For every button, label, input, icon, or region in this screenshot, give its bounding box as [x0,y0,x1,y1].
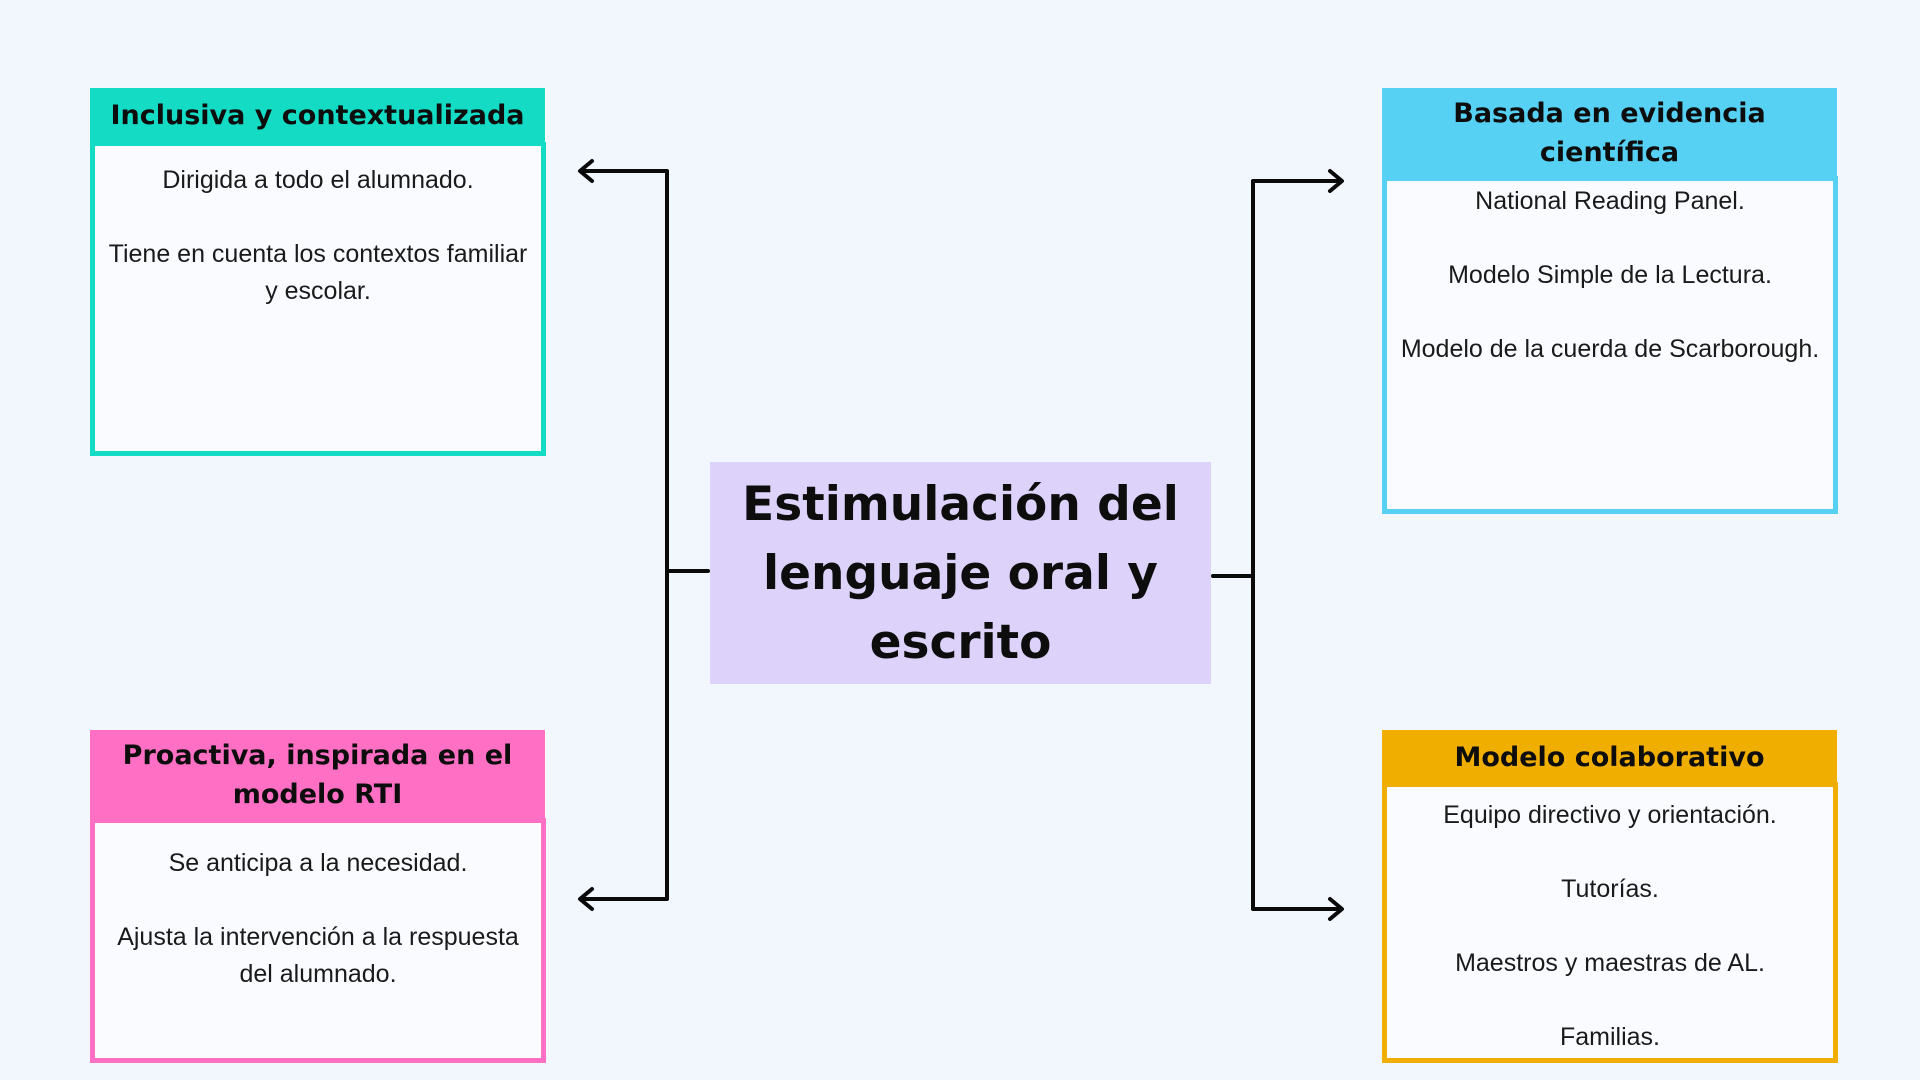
card-inclusiva-body: Dirigida a todo el alumnado. Tiene en cu… [90,142,546,456]
central-node: Estimulación del lenguaje oral y escrito [710,462,1211,684]
card-colaborativo: Modelo colaborativo Equipo directivo y o… [1382,730,1838,1063]
arrow-to-inclusiva [578,159,594,183]
card-basada-item: National Reading Panel. [1475,187,1745,215]
right-connector [1211,179,1343,911]
card-colaborativo-item: Tutorías. [1561,875,1659,903]
card-colaborativo-body: Equipo directivo y orientación. Tutorías… [1382,782,1838,1063]
card-colaborativo-title: Modelo colaborativo [1382,730,1837,784]
central-node-title: Estimulación del lenguaje oral y escrito [742,476,1179,670]
card-inclusiva-item: Tiene en cuenta los contextos familiar y… [108,240,528,305]
card-colaborativo-item: Equipo directivo y orientación. [1443,801,1777,829]
card-inclusiva: Inclusiva y contextualizada Dirigida a t… [90,88,546,456]
card-proactiva-item: Ajusta la intervención a la respuesta de… [117,923,519,988]
card-basada-item: Modelo de la cuerda de Scarborough. [1400,335,1820,363]
arrow-to-basada [1328,169,1344,193]
card-colaborativo-item: Familias. [1559,1023,1660,1051]
card-proactiva: Proactiva, inspirada en el modelo RTI Se… [90,730,546,1063]
card-basada: Basada en evidencia científica National … [1382,88,1838,514]
card-proactiva-title: Proactiva, inspirada en el modelo RTI [90,730,545,820]
card-proactiva-item: Se anticipa a la necesidad. [168,849,468,877]
card-basada-body: National Reading Panel. Modelo Simple de… [1382,176,1838,514]
card-proactiva-body: Se anticipa a la necesidad. Ajusta la in… [90,818,546,1063]
arrow-to-colaborativo [1328,897,1344,921]
card-inclusiva-title: Inclusiva y contextualizada [90,88,545,142]
card-colaborativo-item: Maestros y maestras de AL. [1455,949,1765,977]
card-basada-item: Modelo Simple de la Lectura. [1448,261,1772,289]
card-inclusiva-item: Dirigida a todo el alumnado. [162,166,474,194]
card-basada-title: Basada en evidencia científica [1382,88,1837,178]
arrow-to-proactiva [578,887,594,911]
left-connector [579,169,710,901]
